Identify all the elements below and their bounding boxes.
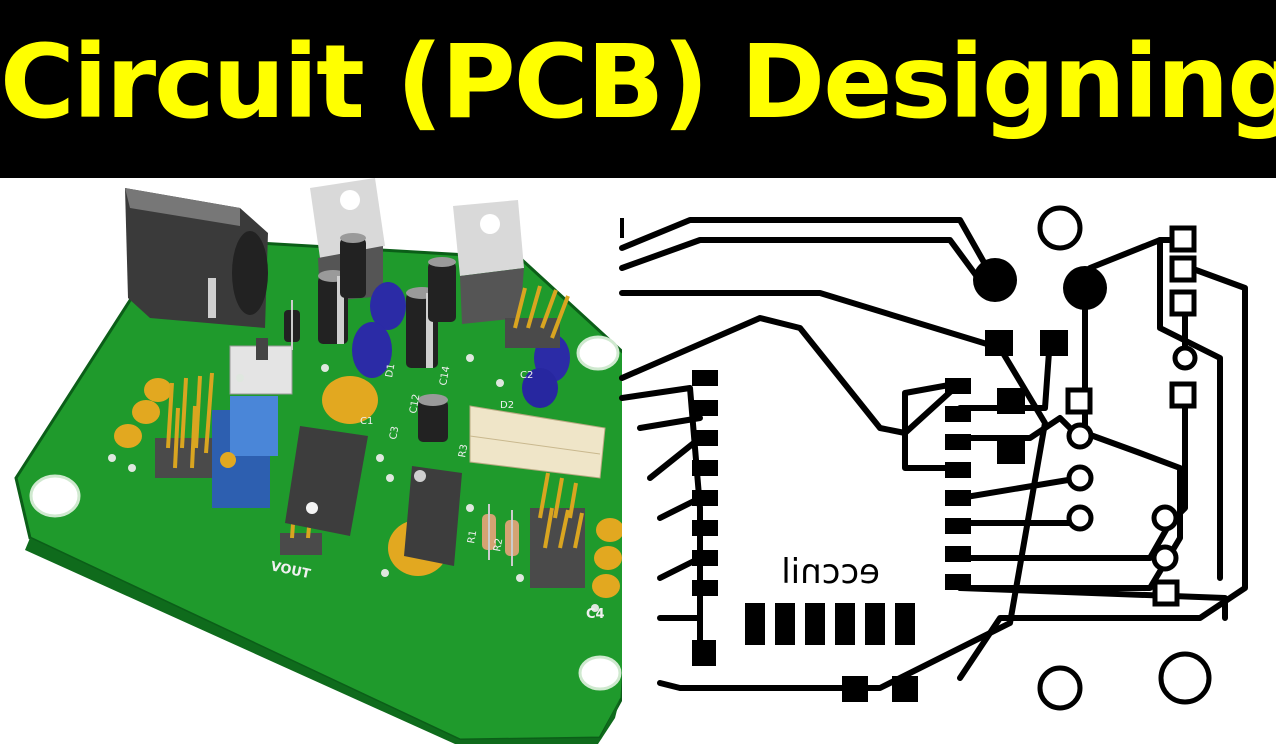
voltage-regulator xyxy=(453,200,524,324)
slide-switch xyxy=(229,338,293,395)
mounting-hole xyxy=(29,474,81,518)
square-pads xyxy=(1065,225,1197,607)
solder-pads xyxy=(108,354,599,612)
silkscreen-label: D2 xyxy=(500,400,514,411)
copper-traces xyxy=(619,217,1248,691)
silkscreen-label: R1 xyxy=(466,530,479,545)
ceramic-capacitor xyxy=(594,546,622,570)
page-title: Circuit (PCB) Designing xyxy=(0,23,1276,142)
silkscreen-label: C14 xyxy=(438,365,452,386)
title-banner: Circuit (PCB) Designing xyxy=(0,0,1276,178)
ceramic-capacitor xyxy=(114,424,142,448)
pin-header xyxy=(155,372,215,478)
silkscreen-label: R3 xyxy=(457,444,470,459)
silkscreen-label: C4 xyxy=(586,607,605,622)
ceramic-capacitor xyxy=(322,376,378,424)
ceramic-capacitor xyxy=(144,378,172,402)
mounting-hole xyxy=(576,335,620,371)
silkscreen-label: D1 xyxy=(384,363,397,379)
round-pad xyxy=(1063,266,1107,310)
dc-jack xyxy=(125,188,268,328)
pcb-illustration: VOUT C4 C3 C1 C2 D1 D2 R1 R2 R3 C14 C12 xyxy=(0,178,1276,744)
blue-capacitor xyxy=(370,282,406,330)
ceramic-capacitor xyxy=(596,518,624,542)
round-pad xyxy=(973,258,1017,302)
silkscreen-label: R2 xyxy=(492,538,505,553)
diode xyxy=(284,300,300,350)
mounting-holes xyxy=(1037,205,1212,711)
relay-module xyxy=(469,405,606,479)
ic-chip xyxy=(285,426,368,536)
mounting-hole xyxy=(578,655,622,691)
blue-led xyxy=(522,368,558,408)
pcb-2d-layout: eccnil xyxy=(619,178,1276,744)
resistor xyxy=(482,504,496,560)
potentiometer xyxy=(212,396,278,508)
silkscreen-label: C2 xyxy=(520,370,533,381)
blue-capacitor xyxy=(352,322,392,378)
ic-chip xyxy=(404,466,462,566)
ceramic-capacitor xyxy=(592,574,620,598)
ceramic-capacitor xyxy=(132,400,160,424)
electrolytic-capacitor xyxy=(418,394,448,442)
electrolytic-capacitor xyxy=(340,233,366,298)
silkscreen-label: C1 xyxy=(360,416,373,427)
pin-header xyxy=(530,472,585,588)
pin-header xyxy=(505,285,570,348)
resistor xyxy=(505,510,519,566)
pcb-3d-render: VOUT C4 C3 C1 C2 D1 D2 R1 R2 R3 C14 C12 xyxy=(14,178,642,744)
round-thru-pads xyxy=(1066,345,1198,572)
smd-pads xyxy=(692,330,1068,702)
electrolytic-capacitor xyxy=(428,257,456,322)
mirrored-silk-text: eccnil xyxy=(781,552,880,592)
silkscreen-label: C3 xyxy=(388,425,401,440)
silkscreen-label: C12 xyxy=(408,393,422,414)
